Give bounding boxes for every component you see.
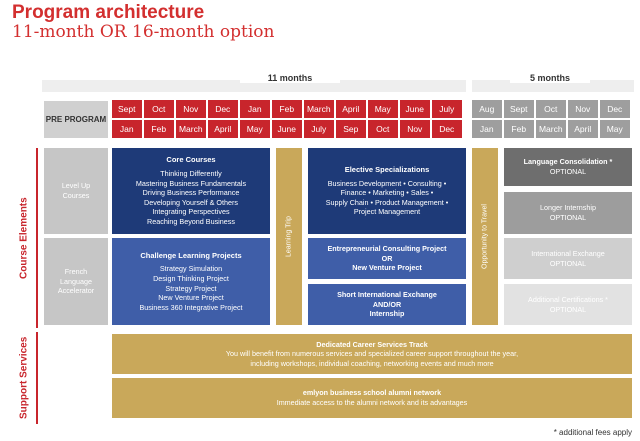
period-11-label: 11 months bbox=[240, 73, 340, 83]
month-cell-extension: Dec bbox=[600, 100, 630, 118]
elective-specializations-box: Elective Specializations Business Develo… bbox=[308, 148, 466, 234]
short-exchange-box: Short International Exchange AND/OR Inte… bbox=[308, 284, 466, 325]
lang-optional: OPTIONAL bbox=[549, 167, 587, 176]
month-cell-extension: Oct bbox=[536, 100, 566, 118]
career-line1: You will benefit from numerous services … bbox=[225, 349, 519, 359]
month-cell-extension: May bbox=[600, 120, 630, 138]
entre-line1: Entrepreneurial Consulting Project bbox=[327, 244, 447, 254]
challenge-title: Challenge Learning Projects bbox=[140, 250, 242, 260]
alumni-title: emlyon business school alumni network bbox=[302, 388, 442, 398]
longer-optional: OPTIONAL bbox=[549, 213, 587, 222]
entrepreneurial-project-box: Entrepreneurial Consulting Project OR Ne… bbox=[308, 238, 466, 279]
month-cell: Jan bbox=[240, 100, 270, 118]
elective-item: Finance • Marketing • Sales • bbox=[340, 188, 434, 198]
entre-line2: OR bbox=[381, 253, 393, 263]
learning-trip-bar: Learning Trip bbox=[276, 148, 302, 325]
month-cell: Nov bbox=[176, 100, 206, 118]
international-exchange-box: International Exchange OPTIONAL bbox=[504, 238, 632, 279]
month-cell: June bbox=[400, 100, 430, 118]
additional-certifications-box: Additional Certifications * OPTIONAL bbox=[504, 284, 632, 325]
footnote: * additional fees apply bbox=[553, 428, 632, 437]
challenge-item: Strategy Project bbox=[165, 283, 217, 293]
month-cell: Jan bbox=[112, 120, 142, 138]
core-courses-title: Core Courses bbox=[166, 155, 216, 165]
month-cell: July bbox=[432, 100, 462, 118]
month-cell-extension: March bbox=[536, 120, 566, 138]
course-bracket bbox=[36, 148, 40, 328]
month-cell: Sep bbox=[336, 120, 366, 138]
month-cell-extension: Aug bbox=[472, 100, 502, 118]
month-cell: Oct bbox=[144, 100, 174, 118]
elective-item: Supply Chain • Product Management • bbox=[325, 197, 449, 207]
month-cell: April bbox=[208, 120, 238, 138]
core-courses-box: Core Courses Thinking Differently Master… bbox=[112, 148, 270, 234]
page-subtitle: 11-month OR 16-month option bbox=[12, 22, 275, 42]
support-services-label: Support Services bbox=[18, 336, 30, 420]
month-cell: Sept bbox=[112, 100, 142, 118]
challenge-item: Strategy Simulation bbox=[159, 264, 223, 274]
core-item: Thinking Differently bbox=[160, 169, 222, 179]
longer-internship-box: Longer Internship OPTIONAL bbox=[504, 192, 632, 234]
core-item: Reaching Beyond Business bbox=[147, 216, 235, 226]
month-cell: May bbox=[368, 100, 398, 118]
page-title: Program architecture bbox=[12, 2, 205, 23]
alumni-line1: Immediate access to the alumni network a… bbox=[276, 398, 468, 407]
challenge-item: New Venture Project bbox=[158, 293, 224, 303]
month-cell: Oct bbox=[368, 120, 398, 138]
elective-item: Business Development • Consulting • bbox=[327, 178, 447, 188]
addl-title: Additional Certifications * bbox=[528, 294, 608, 304]
period-bar-11 bbox=[42, 80, 466, 92]
month-cell: Feb bbox=[144, 120, 174, 138]
addl-optional: OPTIONAL bbox=[549, 304, 587, 314]
challenge-item: Business 360 Integrative Project bbox=[139, 302, 243, 312]
opportunity-travel-bar: Opportunity to Travel bbox=[472, 148, 498, 325]
elective-title: Elective Specializations bbox=[344, 165, 430, 175]
month-cell: July bbox=[304, 120, 334, 138]
short-line1: Short International Exchange bbox=[337, 290, 437, 300]
month-cell-extension: April bbox=[568, 120, 598, 138]
intl-title: International Exchange bbox=[531, 248, 605, 258]
month-cell: June bbox=[272, 120, 302, 138]
short-line3: Internship bbox=[369, 309, 405, 319]
challenge-item: Design Thinking Project bbox=[153, 273, 229, 283]
challenge-projects-box: Challenge Learning Projects Strategy Sim… bbox=[112, 238, 270, 325]
language-consolidation-box: Language Consolidation * OPTIONAL bbox=[504, 148, 632, 186]
core-item: Driving Business Performance bbox=[142, 188, 240, 198]
month-cell: March bbox=[304, 100, 334, 118]
month-cell: May bbox=[240, 120, 270, 138]
month-cell: Nov bbox=[400, 120, 430, 138]
elective-item: Project Management bbox=[353, 207, 421, 217]
lang-title: Language Consolidation * bbox=[523, 157, 613, 167]
month-cell-extension: Jan bbox=[472, 120, 502, 138]
month-cell: Feb bbox=[272, 100, 302, 118]
career-title: Dedicated Career Services Track bbox=[316, 339, 428, 349]
month-cell: April bbox=[336, 100, 366, 118]
pre-program-cell: PRE PROGRAM bbox=[44, 101, 108, 138]
longer-title: Longer Internship bbox=[540, 203, 596, 213]
month-cell-extension: Nov bbox=[568, 100, 598, 118]
career-line2: including workshops, individual coaching… bbox=[250, 358, 494, 368]
level-up-courses: Level Up Courses bbox=[44, 148, 108, 234]
support-bracket bbox=[36, 332, 40, 424]
course-elements-label: Course Elements bbox=[18, 197, 30, 279]
career-services-box: Dedicated Career Services Track You will… bbox=[112, 334, 632, 374]
core-item: Mastering Business Fundamentals bbox=[135, 178, 247, 188]
month-cell: Dec bbox=[432, 120, 462, 138]
short-line2: AND/OR bbox=[372, 299, 402, 309]
core-item: Integrating Perspectives bbox=[152, 207, 230, 217]
period-5-label: 5 months bbox=[510, 73, 590, 83]
month-cell: Dec bbox=[208, 100, 238, 118]
french-language-accelerator: French Language Accelerator bbox=[44, 238, 108, 325]
alumni-network-box: emlyon business school alumni network Im… bbox=[112, 378, 632, 418]
core-item: Developing Yourself & Others bbox=[144, 197, 238, 207]
intl-optional: OPTIONAL bbox=[549, 258, 587, 268]
month-cell-extension: Sept bbox=[504, 100, 534, 118]
period-bar-5 bbox=[472, 80, 634, 92]
month-cell-extension: Feb bbox=[504, 120, 534, 138]
entre-line3: New Venture Project bbox=[352, 263, 422, 273]
month-cell: March bbox=[176, 120, 206, 138]
